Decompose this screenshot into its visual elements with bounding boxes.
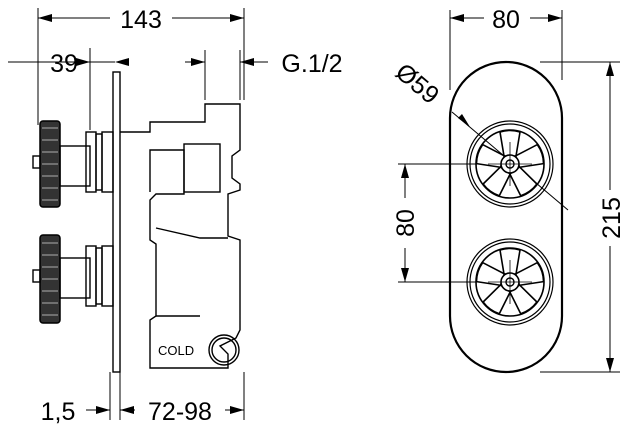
dim-80-center: 80 <box>390 163 490 283</box>
front-view: 80 215 80 Ø59 <box>390 2 626 374</box>
dim-39-label: 39 <box>50 50 78 78</box>
oval-wall-plate <box>448 60 564 374</box>
dim-39: 39 <box>8 48 129 130</box>
dim-thread-label: G.1/2 <box>281 50 342 78</box>
lower-wheel-handle <box>466 238 554 326</box>
dim-80-width: 80 <box>449 2 563 90</box>
dim-215-height: 215 <box>540 61 626 373</box>
valve-body: COLD <box>120 103 241 369</box>
dim-143-label: 143 <box>120 6 162 34</box>
wall-plate <box>112 71 121 373</box>
dim-80-center-label: 80 <box>392 209 420 237</box>
upper-handle <box>32 120 114 208</box>
dim-bottom: 1,5 72-98 <box>41 372 245 428</box>
dim-diameter-label: Ø59 <box>390 58 444 110</box>
dim-143: 143 <box>37 2 245 125</box>
cold-label: COLD <box>158 343 194 358</box>
side-view: 143 39 G.1/2 <box>8 2 343 428</box>
dim-thread: G.1/2 <box>185 50 343 100</box>
upper-wheel-handle <box>466 120 554 208</box>
dim-wall-depth-label: 72-98 <box>148 398 212 426</box>
lower-handle <box>32 234 114 324</box>
dim-215-label: 215 <box>598 197 626 239</box>
dim-plate-thickness-label: 1,5 <box>41 398 76 426</box>
dim-80-width-label: 80 <box>492 6 520 34</box>
